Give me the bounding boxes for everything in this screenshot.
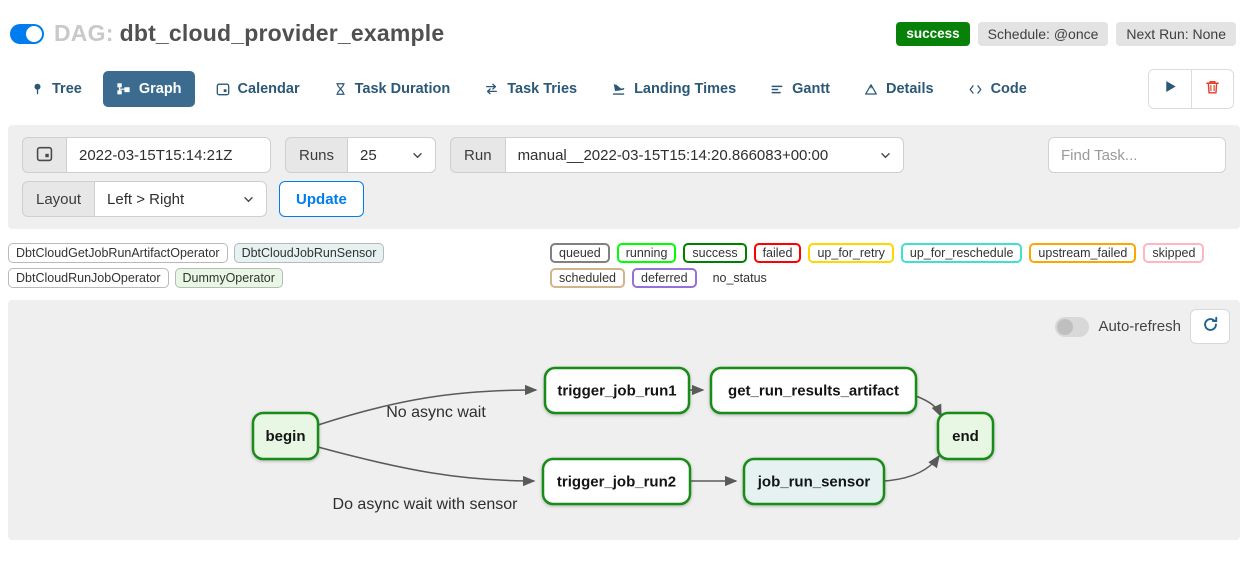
legend-state-badge: deferred xyxy=(632,268,697,288)
tab-label: Gantt xyxy=(792,81,830,97)
calendar-icon xyxy=(216,82,230,96)
toggle-knob xyxy=(26,25,42,42)
trigger-dag-button[interactable] xyxy=(1149,70,1191,108)
legend-state-badge: scheduled xyxy=(550,268,625,288)
tab-task-duration[interactable]: Task Duration xyxy=(321,71,464,107)
page-title: DAG:dbt_cloud_provider_example xyxy=(54,20,444,47)
code-icon xyxy=(968,83,983,96)
layout-label: Layout xyxy=(22,181,96,217)
legend-state-badge: success xyxy=(683,243,747,263)
dag-edge-get_run_results_artifact-end xyxy=(915,395,942,418)
pin-icon xyxy=(31,82,44,96)
legend-state-badge: up_for_reschedule xyxy=(900,243,1023,263)
play-icon xyxy=(1163,79,1178,99)
tab-label: Landing Times xyxy=(634,81,737,97)
refresh-icon xyxy=(1202,316,1219,338)
state-legend: queued running success failed up_for_retry up… xyxy=(550,243,1240,288)
dag-header: DAG:dbt_cloud_provider_example success S… xyxy=(0,0,1248,47)
view-tabs: Tree Graph Calendar Task Duration Task Tries… xyxy=(18,71,1148,107)
dag-node-end[interactable]: end xyxy=(936,411,995,461)
run-label: Run xyxy=(450,137,506,173)
view-tabbar: Tree Graph Calendar Task Duration Task Tries… xyxy=(0,69,1248,109)
legend-state-badge: queued xyxy=(550,243,610,263)
dag-edge-begin-trigger_job_run1 xyxy=(317,384,538,426)
legend-state-badge: skipped xyxy=(1143,243,1205,263)
legend-state-badge: upstream_failed xyxy=(1029,243,1137,263)
dag-actions xyxy=(1148,69,1234,109)
tab-label: Code xyxy=(990,81,1027,97)
graph-panel: Auto-refresh No async wait Do async wait … xyxy=(8,300,1240,540)
legend-state-badge: no_status xyxy=(712,271,767,285)
tab-tree[interactable]: Tree xyxy=(18,71,95,107)
dag-title-prefix: DAG: xyxy=(54,20,114,46)
legend-operator-badge: DbtCloudRunJobOperator xyxy=(8,268,169,288)
toggle-knob xyxy=(1057,318,1074,335)
layout-select[interactable]: Left > Right xyxy=(95,181,268,217)
legend-state-badge: running xyxy=(616,243,677,263)
tab-label: Details xyxy=(886,81,934,97)
legend-operator-badge: DummyOperator xyxy=(174,268,283,288)
tab-label: Graph xyxy=(138,81,182,97)
repeat-icon xyxy=(484,82,499,96)
refresh-button[interactable] xyxy=(1190,309,1230,344)
run-select-value: manual__2022-03-15T15:14:20.866083+00:00 xyxy=(517,146,829,164)
chevron-down-icon xyxy=(413,152,422,158)
tab-label: Tree xyxy=(52,81,82,97)
tab-landing-times[interactable]: Landing Times xyxy=(598,71,749,107)
graph-icon xyxy=(116,82,131,96)
chevron-down-icon xyxy=(244,196,253,202)
runs-select[interactable]: 25 xyxy=(348,137,437,173)
layout-select-value: Left > Right xyxy=(107,190,185,208)
dag-node-get_run_results_artifact[interactable]: get_run_results_artifact xyxy=(709,366,918,415)
legend-operator-badge: DbtCloudJobRunSensor xyxy=(233,243,385,263)
dag-title-text: dbt_cloud_provider_example xyxy=(119,20,445,46)
runs-label: Runs xyxy=(285,137,349,173)
hourglass-icon xyxy=(334,82,347,96)
filter-panel: Runs 25 Run manual__2022-03-15T15:14:20.… xyxy=(8,125,1240,229)
legend-state-badge: up_for_retry xyxy=(808,243,894,263)
legend-state-badge: failed xyxy=(753,243,802,263)
tab-label: Calendar xyxy=(237,81,300,97)
next-run-badge: Next Run: None xyxy=(1116,22,1236,46)
gantt-icon xyxy=(770,83,784,96)
legend-operator-badge: DbtCloudGetJobRunArtifactOperator xyxy=(8,243,228,263)
landing-icon xyxy=(611,82,626,96)
base-date-input[interactable] xyxy=(67,137,271,173)
chevron-down-icon xyxy=(880,152,890,158)
dag-edge-begin-trigger_job_run2 xyxy=(317,446,536,487)
base-date-addon[interactable] xyxy=(22,137,67,173)
triangle-icon xyxy=(864,83,878,96)
runs-select-value: 25 xyxy=(360,146,377,164)
delete-dag-button[interactable] xyxy=(1191,70,1233,108)
dag-node-trigger_job_run2[interactable]: trigger_job_run2 xyxy=(541,457,692,506)
find-task-input[interactable] xyxy=(1048,137,1226,173)
dag-node-begin[interactable]: begin xyxy=(251,411,320,461)
tab-gantt[interactable]: Gantt xyxy=(757,71,843,107)
tab-details[interactable]: Details xyxy=(851,71,947,107)
trash-icon xyxy=(1205,79,1220,100)
tab-calendar[interactable]: Calendar xyxy=(203,71,313,107)
auto-refresh-label: Auto-refresh xyxy=(1098,318,1181,335)
tab-graph[interactable]: Graph xyxy=(102,71,195,107)
dag-edge-label: Do async wait with sensor xyxy=(333,496,519,513)
tab-code[interactable]: Code xyxy=(955,71,1040,107)
run-select[interactable]: manual__2022-03-15T15:14:20.866083+00:00 xyxy=(505,137,904,173)
auto-refresh-toggle[interactable] xyxy=(1055,316,1090,337)
tab-task-tries[interactable]: Task Tries xyxy=(471,71,590,107)
dag-edge-label: No async wait xyxy=(386,404,486,421)
update-button[interactable]: Update xyxy=(279,181,364,217)
tab-label: Task Duration xyxy=(354,81,451,97)
tab-label: Task Tries xyxy=(507,81,578,97)
dag-node-trigger_job_run1[interactable]: trigger_job_run1 xyxy=(543,366,691,415)
dag-pause-toggle[interactable] xyxy=(10,23,44,44)
dag-edge-job_run_sensor-end xyxy=(883,454,940,482)
dag-node-job_run_sensor[interactable]: job_run_sensor xyxy=(742,457,886,506)
schedule-badge: Schedule: @once xyxy=(977,22,1109,46)
dag-status-badge: success xyxy=(896,22,970,46)
calendar-icon xyxy=(36,145,53,166)
